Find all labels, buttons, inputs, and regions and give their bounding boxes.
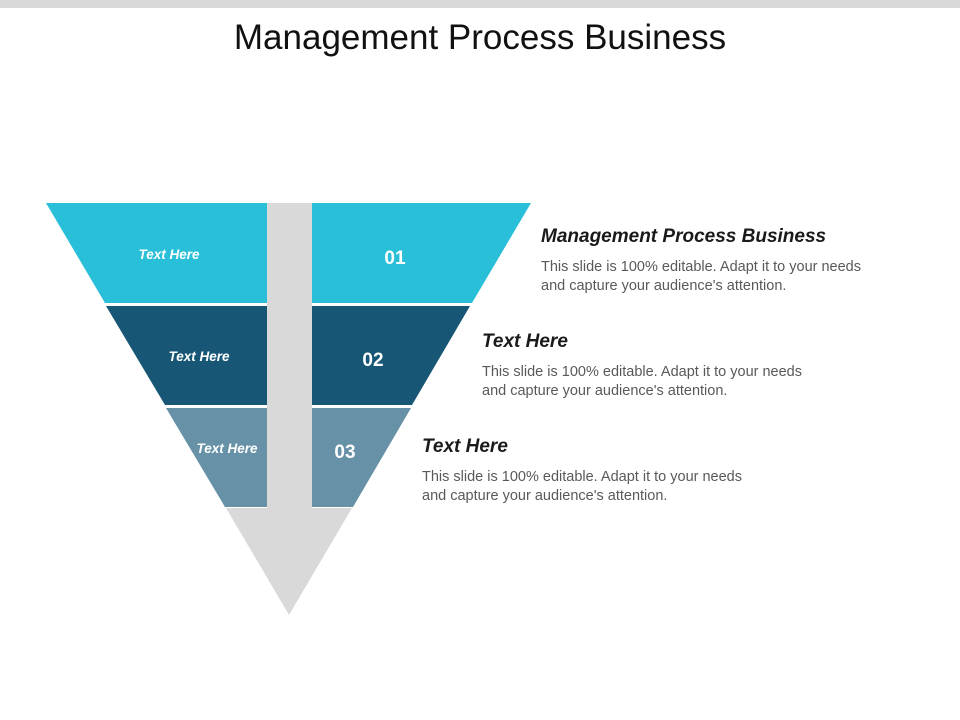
segment-2-left[interactable] (106, 306, 267, 405)
description-2-line-2: and capture your audience's attention. (482, 383, 728, 399)
segment-3-label: Text Here (196, 441, 258, 456)
segment-1-left[interactable] (46, 203, 267, 303)
segment-3-left[interactable] (166, 408, 267, 507)
down-arrow-icon (226, 203, 352, 615)
segment-1-number: 01 (384, 248, 406, 269)
description-3-line-1: This slide is 100% editable. Adapt it to… (422, 469, 742, 485)
top-bar (0, 0, 960, 8)
segment-1-label: Text Here (138, 247, 200, 262)
description-3-body: This slide is 100% editable. Adapt it to… (422, 468, 802, 506)
segment-2-right[interactable] (312, 306, 470, 405)
description-1-body: This slide is 100% editable. Adapt it to… (541, 258, 921, 296)
segment-3-number: 03 (334, 442, 355, 463)
description-1-heading: Management Process Business (541, 226, 827, 247)
description-2: Text Here This slide is 100% editable. A… (482, 330, 862, 401)
description-1: Management Process Business This slide i… (541, 225, 921, 296)
description-1-line-1: This slide is 100% editable. Adapt it to… (541, 259, 861, 275)
segment-2-number: 02 (362, 350, 383, 371)
description-3-line-2: and capture your audience's attention. (422, 488, 668, 504)
description-3-heading: Text Here (422, 436, 508, 457)
segment-1-right[interactable] (312, 203, 531, 303)
segment-2-label: Text Here (168, 349, 230, 364)
description-2-heading: Text Here (482, 331, 568, 352)
description-3: Text Here This slide is 100% editable. A… (422, 435, 802, 506)
description-2-line-1: This slide is 100% editable. Adapt it to… (482, 364, 802, 380)
segment-3-right[interactable] (312, 408, 411, 507)
description-2-body: This slide is 100% editable. Adapt it to… (482, 363, 862, 401)
slide-title: Management Process Business (233, 18, 727, 57)
description-1-line-2: and capture your audience's attention. (541, 278, 787, 294)
